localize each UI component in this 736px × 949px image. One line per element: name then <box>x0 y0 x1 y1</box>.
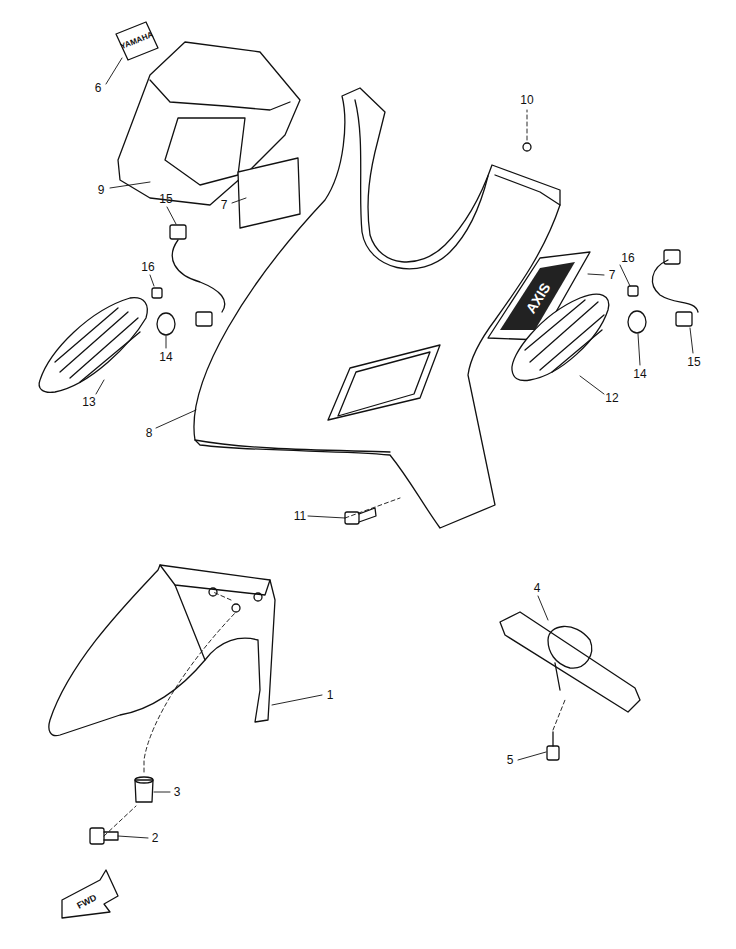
front-cowling <box>328 345 440 420</box>
callout-number: 16 <box>621 252 634 264</box>
leader-line <box>690 328 693 353</box>
bolt <box>547 746 559 760</box>
callout-number: 15 <box>159 193 172 205</box>
leader-line <box>156 410 196 428</box>
top-cover <box>165 118 245 185</box>
flasher-lens <box>39 298 147 393</box>
callout-number: 7 <box>221 199 228 211</box>
leader-line <box>150 275 154 286</box>
flasher-lens <box>39 294 609 392</box>
flasher-wire <box>676 312 692 326</box>
bolt <box>90 732 559 844</box>
callout-number: 11 <box>294 510 306 522</box>
fender-bracket <box>548 626 592 668</box>
leader-line <box>154 792 170 793</box>
fender-bracket <box>500 612 640 712</box>
leader-line <box>96 380 104 394</box>
callout-number: 12 <box>605 392 618 404</box>
bolt <box>104 832 118 840</box>
decal-left <box>238 158 300 228</box>
callout-number: 8 <box>146 427 153 439</box>
flasher-wire <box>664 250 680 264</box>
leader-line <box>118 836 148 838</box>
leader-line <box>96 58 693 838</box>
flasher-wire <box>172 240 224 312</box>
decal-left <box>238 158 300 228</box>
front-cowling <box>355 100 488 269</box>
screw <box>628 286 638 296</box>
front-fender <box>49 565 275 736</box>
callout-number: 1 <box>327 689 334 701</box>
collar <box>135 777 153 783</box>
callout-number: 7 <box>609 269 616 281</box>
front-fender <box>232 604 240 612</box>
flasher-wire <box>170 225 186 239</box>
leader-line <box>272 695 322 705</box>
bolt <box>90 828 104 844</box>
leader-line <box>167 207 176 224</box>
bulb <box>628 311 646 333</box>
front-fender <box>254 593 262 601</box>
fender-bracket <box>500 612 640 712</box>
leader-line <box>232 198 246 203</box>
leader-line <box>144 612 236 772</box>
emblem <box>116 22 158 60</box>
leader-line <box>106 58 122 84</box>
flasher-wire <box>196 312 212 326</box>
flasher-lens <box>55 308 140 382</box>
flasher-wire <box>652 260 698 312</box>
flasher-wire <box>170 225 698 326</box>
callout-number: 14 <box>633 368 646 380</box>
fwd-arrow <box>62 870 118 918</box>
leader-line <box>345 498 400 518</box>
front-fender <box>175 585 205 660</box>
screw <box>345 512 359 524</box>
leader-line <box>518 752 546 760</box>
callout-number: 13 <box>82 396 95 408</box>
fwd-arrow <box>62 870 118 918</box>
callout-number: 3 <box>174 786 181 798</box>
callout-number: 9 <box>98 184 105 196</box>
leader-line <box>213 592 231 600</box>
screw <box>152 286 638 524</box>
callout-number: 14 <box>159 351 172 363</box>
leader-line <box>553 700 565 730</box>
leader-line <box>638 334 640 365</box>
bulb <box>157 313 175 335</box>
callout-number: 6 <box>95 82 102 94</box>
leader-line <box>527 110 528 140</box>
leader-line <box>580 376 604 394</box>
washer <box>523 143 531 151</box>
front-fender <box>49 565 275 736</box>
front-cowling <box>194 88 560 528</box>
leader-line <box>110 182 150 188</box>
callout-number: 15 <box>687 356 700 368</box>
front-cowling <box>495 175 560 205</box>
leader-line <box>538 596 548 620</box>
callout-number: 4 <box>534 582 541 594</box>
front-cowling <box>195 440 390 452</box>
front-fender <box>209 588 217 596</box>
screw <box>152 288 162 298</box>
front-cowling <box>338 352 430 416</box>
callout-number: 10 <box>520 94 533 106</box>
callout-number: 16 <box>141 261 154 273</box>
leader-line <box>588 274 604 275</box>
leader-line <box>104 806 136 836</box>
bolt <box>552 732 553 746</box>
callout-number: 2 <box>152 832 159 844</box>
callout-number: 5 <box>507 754 514 766</box>
top-cover <box>150 80 290 110</box>
washer <box>523 143 531 151</box>
leader-line <box>104 110 565 836</box>
leader-line <box>620 265 630 286</box>
front-cowling <box>194 88 560 528</box>
emblem <box>116 22 158 60</box>
leader-line <box>166 336 167 348</box>
fender-bracket <box>555 663 560 690</box>
collar <box>135 777 153 802</box>
leader-line <box>308 516 345 518</box>
